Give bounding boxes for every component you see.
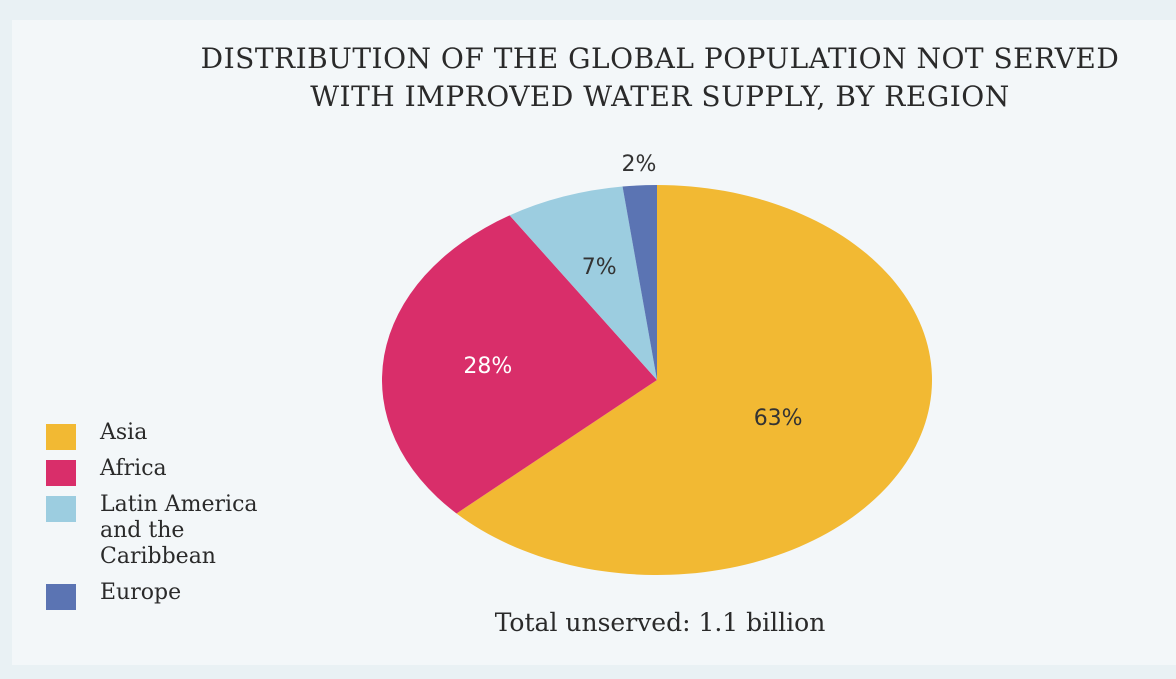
pie-slice-labels: 63% 28% 7% 2% (463, 152, 802, 431)
pie-slice-europe (622, 185, 657, 380)
slice-label-asia: 63% (754, 406, 803, 431)
legend-label-africa: Africa (100, 456, 167, 481)
chart-title-line-2: WITH IMPROVED WATER SUPPLY, BY REGION (310, 80, 1010, 113)
total-unserved-note: Total unserved: 1.1 billion (494, 608, 826, 637)
legend: Asia Africa Latin America and the Caribb… (46, 420, 306, 616)
chart-title: DISTRIBUTION OF THE GLOBAL POPULATION NO… (160, 40, 1160, 116)
legend-label-latin-america: Latin America and the Caribbean (100, 492, 258, 569)
chart-title-line-1: DISTRIBUTION OF THE GLOBAL POPULATION NO… (200, 42, 1120, 75)
legend-swatch-africa (46, 460, 76, 486)
legend-swatch-latin-america (46, 496, 76, 522)
legend-label-europe: Europe (100, 580, 182, 605)
legend-swatch-europe (46, 584, 76, 610)
slice-label-latin-america-and-the-caribbean: 7% (582, 255, 617, 280)
legend-item-latin-america: Latin America and the Caribbean (46, 492, 306, 570)
pie-slice-latin-america-and-the-caribbean (509, 186, 657, 380)
legend-item-asia: Asia (46, 420, 306, 450)
slice-label-europe: 2% (622, 152, 657, 177)
legend-item-europe: Europe (46, 580, 306, 610)
slice-label-africa: 28% (463, 354, 512, 379)
legend-label-asia: Asia (100, 420, 148, 445)
legend-item-africa: Africa (46, 456, 306, 486)
legend-swatch-asia (46, 424, 76, 450)
pie-slice-asia (456, 185, 932, 575)
pie-slice-africa (382, 215, 657, 514)
pie-slices (382, 185, 932, 575)
